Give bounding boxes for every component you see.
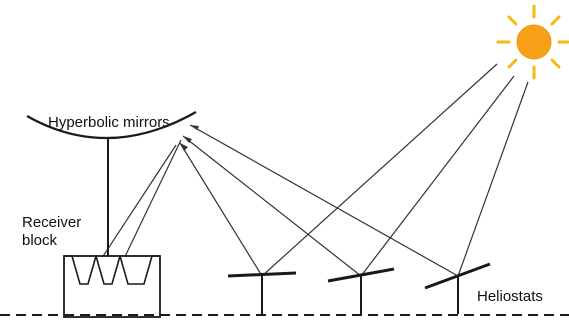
hyperbolic-mirror xyxy=(26,111,197,140)
heliostat-1 xyxy=(227,271,297,314)
sun-ray-3 xyxy=(457,81,529,277)
sun-ray-1 xyxy=(261,63,498,277)
arrowhead-3 xyxy=(190,125,199,130)
sun-rays xyxy=(261,63,529,277)
arrowhead-1 xyxy=(180,143,188,151)
mirrors-label: Hyperbolic mirrors xyxy=(48,114,170,131)
receiver-cavity-1 xyxy=(64,255,97,285)
receiver-cavity-3 xyxy=(119,255,160,285)
arrowhead-2 xyxy=(183,136,192,143)
reflected-ray-2 xyxy=(182,135,362,277)
receiver-cavity-2 xyxy=(95,255,121,285)
reflected-ray-1 xyxy=(179,142,263,277)
sun-ray-2 xyxy=(360,75,515,277)
heliostats-label: Heliostats xyxy=(477,288,543,305)
reflected-rays xyxy=(179,124,459,277)
heliostat-2 xyxy=(327,267,395,314)
heliostat-3 xyxy=(424,262,491,314)
receiver-label-line1: Receiver xyxy=(22,214,81,231)
reflected-ray-3 xyxy=(189,124,459,277)
receiver-block xyxy=(63,255,161,318)
sun-icon xyxy=(496,4,569,80)
receiver-label-line2: block xyxy=(22,232,58,249)
